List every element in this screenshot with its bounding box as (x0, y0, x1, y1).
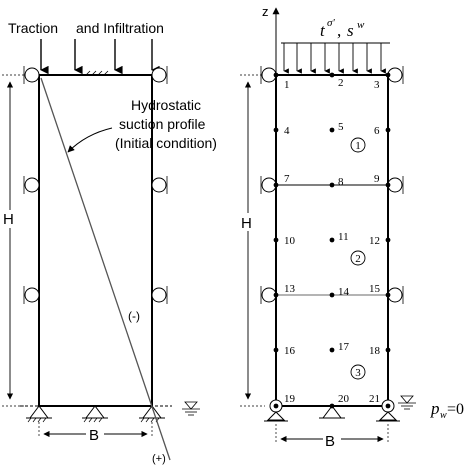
annotation-arrow (67, 127, 113, 153)
node-2 (329, 72, 335, 78)
node-label-8: 8 (338, 176, 344, 188)
distributed-load (281, 42, 390, 74)
node-label-4: 4 (284, 125, 290, 137)
node-label-19: 19 (284, 393, 296, 405)
width-label-right: B (325, 433, 335, 450)
node-label-18: 18 (369, 345, 381, 357)
node-label-21: 21 (369, 393, 380, 405)
node-14 (329, 292, 335, 298)
svg-text:s: s (347, 21, 354, 40)
node-15 (385, 292, 391, 298)
element-marker-1 (350, 137, 366, 153)
node-13 (273, 292, 279, 298)
node-5 (329, 127, 335, 133)
svg-text:t: t (320, 21, 326, 40)
svg-text:w: w (440, 410, 447, 421)
node-label-6: 6 (374, 125, 380, 137)
water-table-symbol-left (182, 401, 200, 416)
element-label-1: 1 (355, 140, 361, 152)
node-4 (273, 127, 279, 133)
node-11 (329, 237, 335, 243)
node-label-12: 12 (369, 235, 380, 247)
annotation-line-2: suction profile (119, 116, 206, 132)
traction-label: Traction (8, 20, 58, 36)
svg-text:w: w (357, 19, 365, 31)
svg-text:σ': σ' (327, 17, 335, 29)
suction-profile-line (40, 77, 171, 461)
node-label-3: 3 (374, 79, 380, 91)
annotation-line-3: (Initial condition) (115, 135, 217, 151)
node-6 (385, 127, 391, 133)
node-10 (273, 237, 279, 243)
elements-layer: 1 2 3 (350, 137, 366, 380)
node-label-13: 13 (284, 283, 296, 295)
node-3 (385, 72, 391, 78)
element-label-3: 3 (355, 367, 361, 379)
left-panel: Traction and Infiltration H (2, 20, 217, 465)
right-panel: z t σ' , s w H (240, 4, 464, 450)
z-axis-label: z (262, 4, 269, 19)
element-marker-3 (350, 364, 366, 380)
node-label-15: 15 (369, 283, 381, 295)
width-label-left: B (89, 427, 99, 444)
node-20 (329, 403, 335, 409)
node-label-9: 9 (374, 173, 380, 185)
negative-suction-sign: (-) (128, 309, 140, 323)
svg-text:p: p (430, 399, 440, 418)
node-label-16: 16 (284, 345, 296, 357)
node-label-17: 17 (338, 341, 350, 353)
node-label-2: 2 (338, 77, 344, 89)
positive-suction-sign: (+) (152, 453, 166, 465)
node-19 (273, 403, 279, 409)
node-7 (273, 182, 279, 188)
node-label-1: 1 (284, 79, 290, 91)
water-table-symbol-right (398, 395, 416, 410)
node-17 (329, 347, 335, 353)
node-label-14: 14 (338, 286, 350, 298)
node-16 (273, 347, 279, 353)
bottom-boundary-condition: p w =0 (430, 399, 464, 421)
height-label-right: H (241, 215, 252, 232)
node-label-5: 5 (338, 121, 344, 133)
node-12 (385, 237, 391, 243)
svg-text:=0: =0 (447, 401, 464, 418)
node-1 (273, 72, 279, 78)
infiltration-label: and Infiltration (76, 20, 164, 36)
pin-supports-left (26, 405, 165, 419)
annotation-line-1: Hydrostatic (131, 97, 201, 113)
load-arrows (40, 39, 160, 75)
height-label-left: H (3, 211, 14, 228)
element-marker-2 (350, 250, 366, 266)
node-label-11: 11 (338, 231, 349, 243)
node-9 (385, 182, 391, 188)
node-label-10: 10 (284, 235, 296, 247)
node-label-20: 20 (338, 393, 350, 405)
element-label-2: 2 (355, 253, 361, 265)
right-load-label: t σ' , s w (320, 17, 365, 40)
node-18 (385, 347, 391, 353)
svg-text:,: , (337, 21, 341, 40)
node-8 (329, 182, 335, 188)
node-21 (385, 403, 391, 409)
roller-supports-left (24, 67, 167, 303)
node-label-7: 7 (284, 173, 290, 185)
